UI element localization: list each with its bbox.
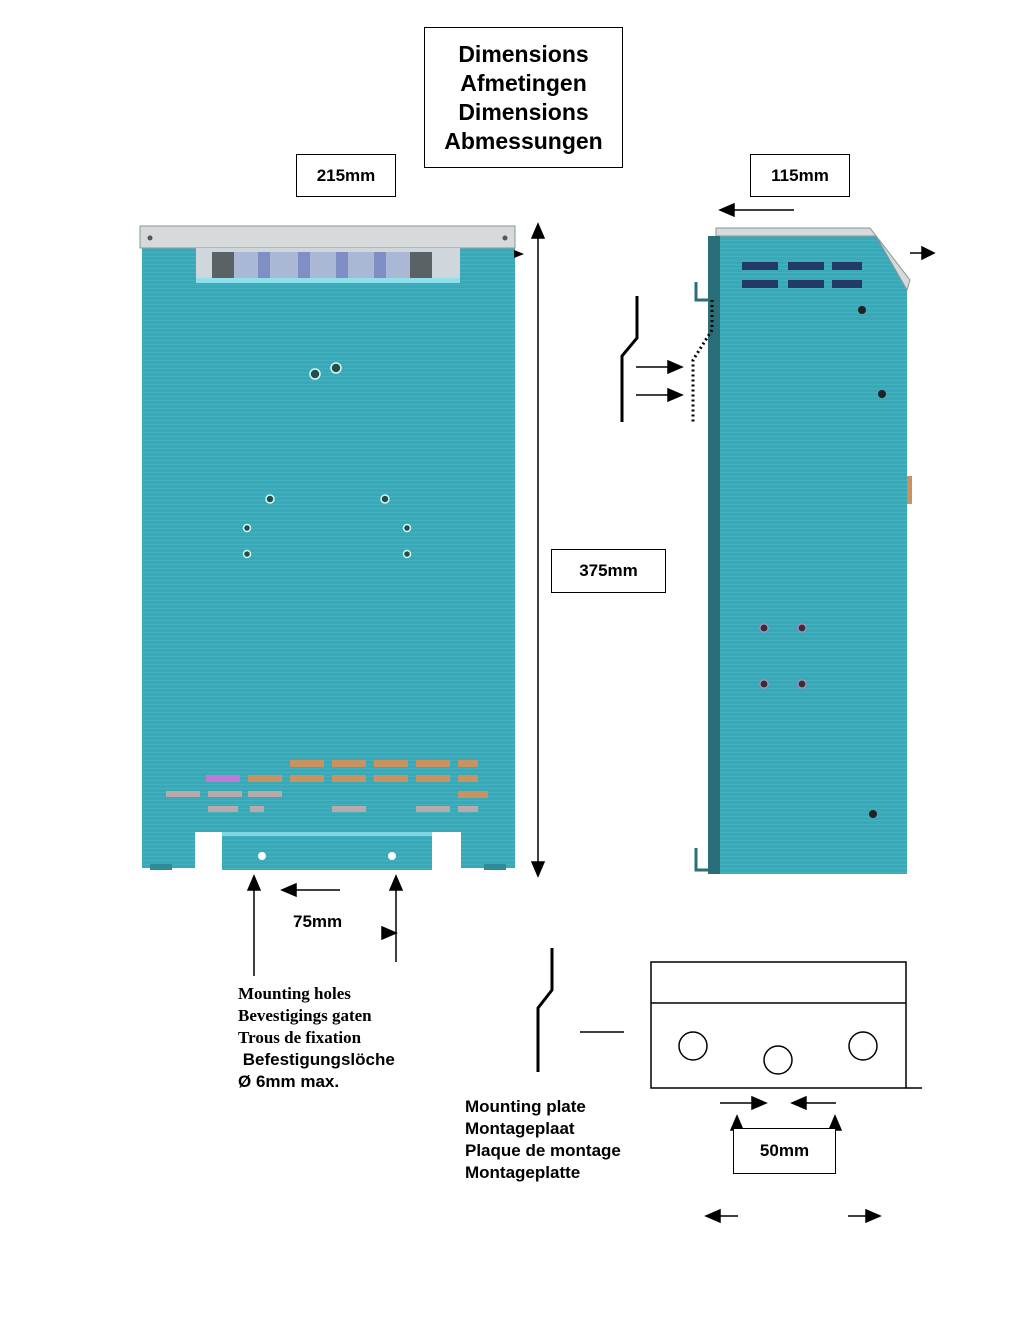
title-line-1: Dimensions: [458, 40, 589, 67]
mounting-holes-line-1: Mounting holes: [238, 984, 351, 1003]
mounting-holes-line-2: Bevestigings gaten: [238, 1006, 372, 1025]
title-line-2: Afmetingen: [460, 69, 587, 96]
mounting-holes-line-4: Befestigungslöche: [238, 1050, 395, 1069]
mounting-plate-text: Mounting plate Montageplaat Plaque de mo…: [465, 1096, 621, 1184]
width-label: 215mm: [296, 154, 396, 197]
title-box: Dimensions Afmetingen Dimensions Abmessu…: [424, 27, 623, 168]
title-line-4: Abmessungen: [444, 127, 603, 154]
mounting-holes-text: Mounting holes Bevestigings gaten Trous …: [238, 983, 395, 1093]
mounting-holes-line-3: Trous de fixation: [238, 1028, 362, 1047]
hole-spacing-label: 75mm: [293, 912, 343, 931]
depth-label: 115mm: [750, 154, 850, 197]
front-view-housing: [139, 225, 516, 872]
title-line-3: Dimensions: [458, 98, 589, 125]
mounting-holes-line-5: Ø 6mm max.: [238, 1072, 340, 1091]
mounting-plate-line-2: Montageplaat: [465, 1119, 575, 1138]
mounting-plate-line-3: Plaque de montage: [465, 1141, 621, 1160]
mounting-plate-line-1: Mounting plate: [465, 1097, 586, 1116]
mounting-plate-line-4: Montageplatte: [465, 1163, 581, 1182]
height-label: 375mm: [551, 549, 666, 593]
side-view-housing: [694, 227, 912, 874]
plate-spacing-label: 50mm: [733, 1128, 836, 1174]
